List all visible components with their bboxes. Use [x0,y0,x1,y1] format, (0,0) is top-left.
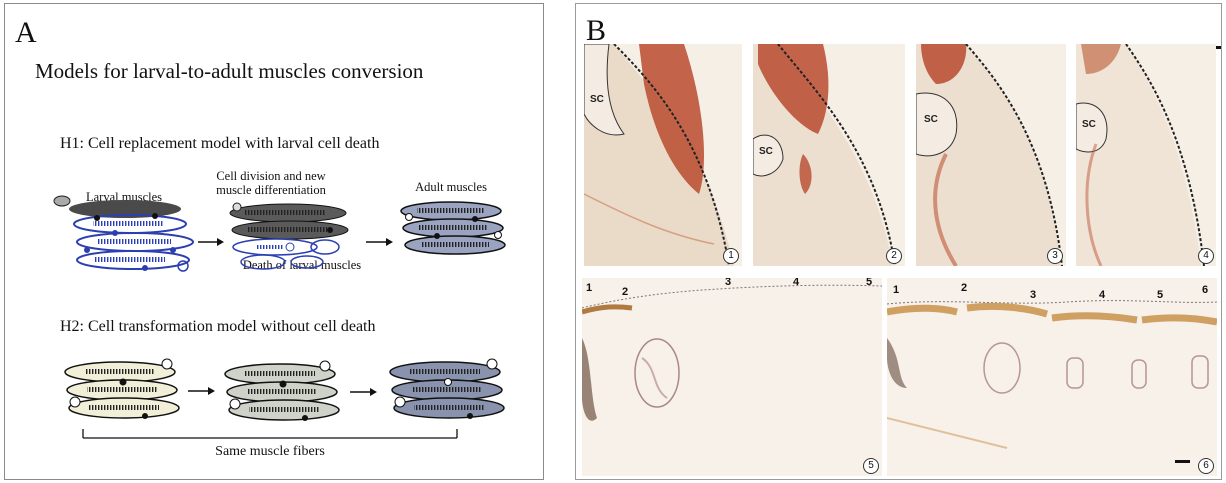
larval-muscle-group [54,196,193,271]
section-1-stain [584,44,742,266]
marker-5-1: 1 [586,282,592,294]
section-number-6: 6 [1198,458,1214,474]
adult-muscle-group [401,202,505,254]
marker-6-6: 6 [1202,284,1208,296]
marker-6-4: 4 [1099,289,1105,301]
sc-label-4: SC [1082,119,1096,130]
h2-larval-group [65,359,179,419]
muscle-schematic [5,4,545,481]
section-5-stain [582,278,882,476]
section-number-1: 1 [723,248,739,264]
panel-a: A Models for larval-to-adult muscles con… [4,3,544,480]
marker-5-5: 5 [866,278,872,288]
dividing-muscle-group [230,203,348,269]
marker-6-3: 3 [1030,289,1036,301]
sc-label-2: SC [759,146,773,157]
marker-5-4: 4 [793,278,799,288]
section-2-image: SC 2 [753,44,905,266]
section-6-image: 1 2 3 4 5 6 6 [887,278,1217,476]
marker-6-1: 1 [893,284,899,296]
section-4-image: SC 4 [1076,44,1216,266]
marker-6-2: 2 [961,282,967,294]
section-3-stain [916,44,1066,266]
section-1-image: SC 1 [584,44,742,266]
same-fibers-bracket [83,429,457,438]
marker-5-2: 2 [622,286,628,298]
section-5-image: 1 2 3 4 5 5 [582,278,882,476]
section-number-2: 2 [886,248,902,264]
h2-intermediate-group [225,361,339,421]
section-4-stain [1076,44,1216,266]
panel-b-label: B [586,16,606,46]
section-number-3: 3 [1047,248,1063,264]
h2-adult-group [390,359,504,419]
section-number-4: 4 [1198,248,1214,264]
marker-5-3: 3 [725,278,731,288]
panel-b: B SC 1 SC 2 [575,3,1222,480]
section-2-stain [753,44,905,266]
scale-bar-bottom [1175,460,1190,463]
marker-6-5: 5 [1157,289,1163,301]
sc-label-3: SC [924,114,938,125]
section-6-stain [887,278,1217,476]
sc-label-1: SC [590,94,604,105]
section-number-5: 5 [863,458,879,474]
section-3-image: SC 3 [916,44,1066,266]
